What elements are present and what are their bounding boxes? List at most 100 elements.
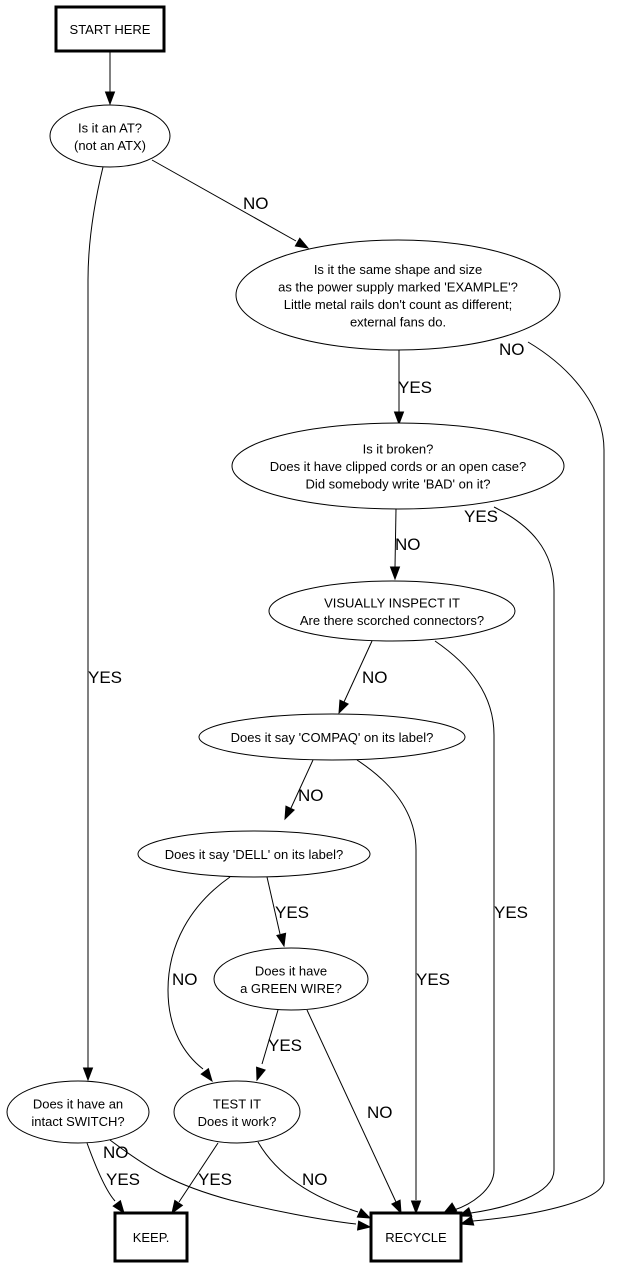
node-text-line: Is it an AT? xyxy=(78,120,142,135)
edge-label: YES xyxy=(268,1036,302,1055)
arrowhead-icon xyxy=(82,1067,94,1082)
node-start: START HERE xyxy=(54,5,166,53)
node-text-line: as the power supply marked 'EXAMPLE'? xyxy=(278,279,518,294)
node-dell: Does it say 'DELL' on its label? xyxy=(137,830,371,878)
edge-label: YES xyxy=(494,903,528,922)
node-text-line: Did somebody write 'BAD' on it? xyxy=(306,477,491,492)
edge-line xyxy=(167,876,231,1070)
arrowhead-icon xyxy=(356,1208,372,1219)
edge-compaq-to-recycle xyxy=(356,759,422,1215)
arrowhead-icon xyxy=(276,932,287,948)
arrowhead-icon xyxy=(256,1066,266,1082)
node-box-shape xyxy=(369,1211,463,1263)
edge-label: YES xyxy=(398,378,432,397)
edge-is_at-to-same_shape xyxy=(151,159,310,249)
node-text-line: external fans do. xyxy=(350,314,446,329)
node-ellipse-shape xyxy=(235,239,561,351)
node-text-line: KEEP. xyxy=(133,1230,170,1245)
edge-green_wire-to-test xyxy=(256,1009,279,1082)
node-text-line: a GREEN WIRE? xyxy=(240,981,342,996)
node-text-line: Does it have xyxy=(255,963,327,978)
edge-line xyxy=(434,640,495,1211)
node-text-line: Does it work? xyxy=(198,1114,277,1129)
arrowhead-icon xyxy=(200,1067,213,1083)
edge-line xyxy=(87,166,104,1068)
edge-label: NO xyxy=(362,668,388,687)
edge-switch-to-recycle xyxy=(109,1139,372,1231)
node-is-at: Is it an AT? (not an ATX) xyxy=(49,104,171,168)
edges-layer xyxy=(82,51,605,1231)
edge-line xyxy=(109,1139,357,1225)
edge-line xyxy=(266,876,281,935)
node-ellipse-shape xyxy=(213,947,369,1011)
edge-label: YES xyxy=(416,970,450,989)
arrowhead-icon xyxy=(393,411,405,426)
edge-dell-to-green_wire xyxy=(266,876,287,948)
node-text-line: Does it have clipped cords or an open ca… xyxy=(270,459,527,474)
edge-same_shape-to-broken xyxy=(393,350,405,426)
edge-line xyxy=(151,159,297,242)
edge-label: YES xyxy=(275,903,309,922)
node-same-shape: Is it the same shape and size as the powe… xyxy=(235,239,561,351)
arrowhead-icon xyxy=(389,566,401,581)
edge-label: NO xyxy=(395,535,421,554)
node-text-line: START HERE xyxy=(70,22,151,37)
edge-dell-to-test xyxy=(167,876,231,1083)
edge-line xyxy=(356,759,417,1200)
arrowhead-icon xyxy=(459,1215,475,1226)
edge-line xyxy=(394,508,397,568)
edge-label: NO xyxy=(243,194,269,213)
node-text-line: Are there scorched connectors? xyxy=(300,613,484,628)
edge-start-to-is_at xyxy=(104,51,116,106)
edge-line xyxy=(470,506,555,1214)
node-text-line: TEST IT xyxy=(213,1096,261,1111)
node-keep: KEEP. xyxy=(113,1211,189,1263)
edge-label: YES xyxy=(88,668,122,687)
arrowhead-icon xyxy=(356,1220,372,1231)
node-compaq: Does it say 'COMPAQ' on its label? xyxy=(198,713,466,761)
arrowhead-icon xyxy=(104,91,116,106)
node-text-line: intact SWITCH? xyxy=(31,1114,124,1129)
node-recycle: RECYCLE xyxy=(369,1211,463,1263)
node-test: TEST IT Does it work? xyxy=(173,1080,301,1144)
node-text-line: VISUALLY INSPECT IT xyxy=(324,595,460,610)
node-ellipse-shape xyxy=(231,422,565,510)
node-text-line: RECYCLE xyxy=(385,1230,447,1245)
edge-label: YES xyxy=(106,1170,140,1189)
node-box-shape xyxy=(54,5,166,53)
node-text-line: (not an ATX) xyxy=(74,138,146,153)
edge-labels-layer: NOYESYESNONOYESNOYESNOYESYESNOYESNOYESNO… xyxy=(88,194,528,1189)
edge-line xyxy=(86,1142,116,1202)
node-ellipse-shape xyxy=(137,830,371,878)
node-green-wire: Does it have a GREEN WIRE? xyxy=(213,947,369,1011)
node-ellipse-shape xyxy=(49,104,171,168)
edge-label: YES xyxy=(198,1170,232,1189)
edge-test-to-keep xyxy=(171,1142,219,1215)
arrowhead-icon xyxy=(112,1199,125,1215)
edge-label: YES xyxy=(464,507,498,526)
node-broken: Is it broken?Does it have clipped cords … xyxy=(231,422,565,510)
edge-line xyxy=(306,1009,397,1203)
edge-line xyxy=(472,341,605,1222)
node-text-line: Is it the same shape and size xyxy=(314,262,482,277)
node-ellipse-shape xyxy=(173,1080,301,1144)
edge-same_shape-to-recycle xyxy=(459,341,605,1226)
arrowhead-icon xyxy=(294,237,310,249)
node-box-shape xyxy=(113,1211,189,1263)
edge-line xyxy=(257,1141,359,1213)
edge-broken-to-inspect xyxy=(389,508,401,581)
edge-label: NO xyxy=(367,1103,393,1122)
arrowhead-icon xyxy=(338,699,349,715)
node-text-line: Does it say 'DELL' on its label? xyxy=(165,847,343,862)
edge-is_at-to-switch xyxy=(82,166,104,1082)
node-text-line: Little metal rails don't count as differ… xyxy=(284,297,512,312)
edge-compaq-to-dell xyxy=(284,759,314,821)
edge-label: NO xyxy=(499,340,525,359)
edge-line xyxy=(343,640,373,703)
node-text-line: Does it say 'COMPAQ' on its label? xyxy=(231,730,434,745)
node-ellipse-shape xyxy=(6,1080,150,1144)
arrowhead-icon xyxy=(410,1200,422,1215)
edge-label: NO xyxy=(103,1143,129,1162)
